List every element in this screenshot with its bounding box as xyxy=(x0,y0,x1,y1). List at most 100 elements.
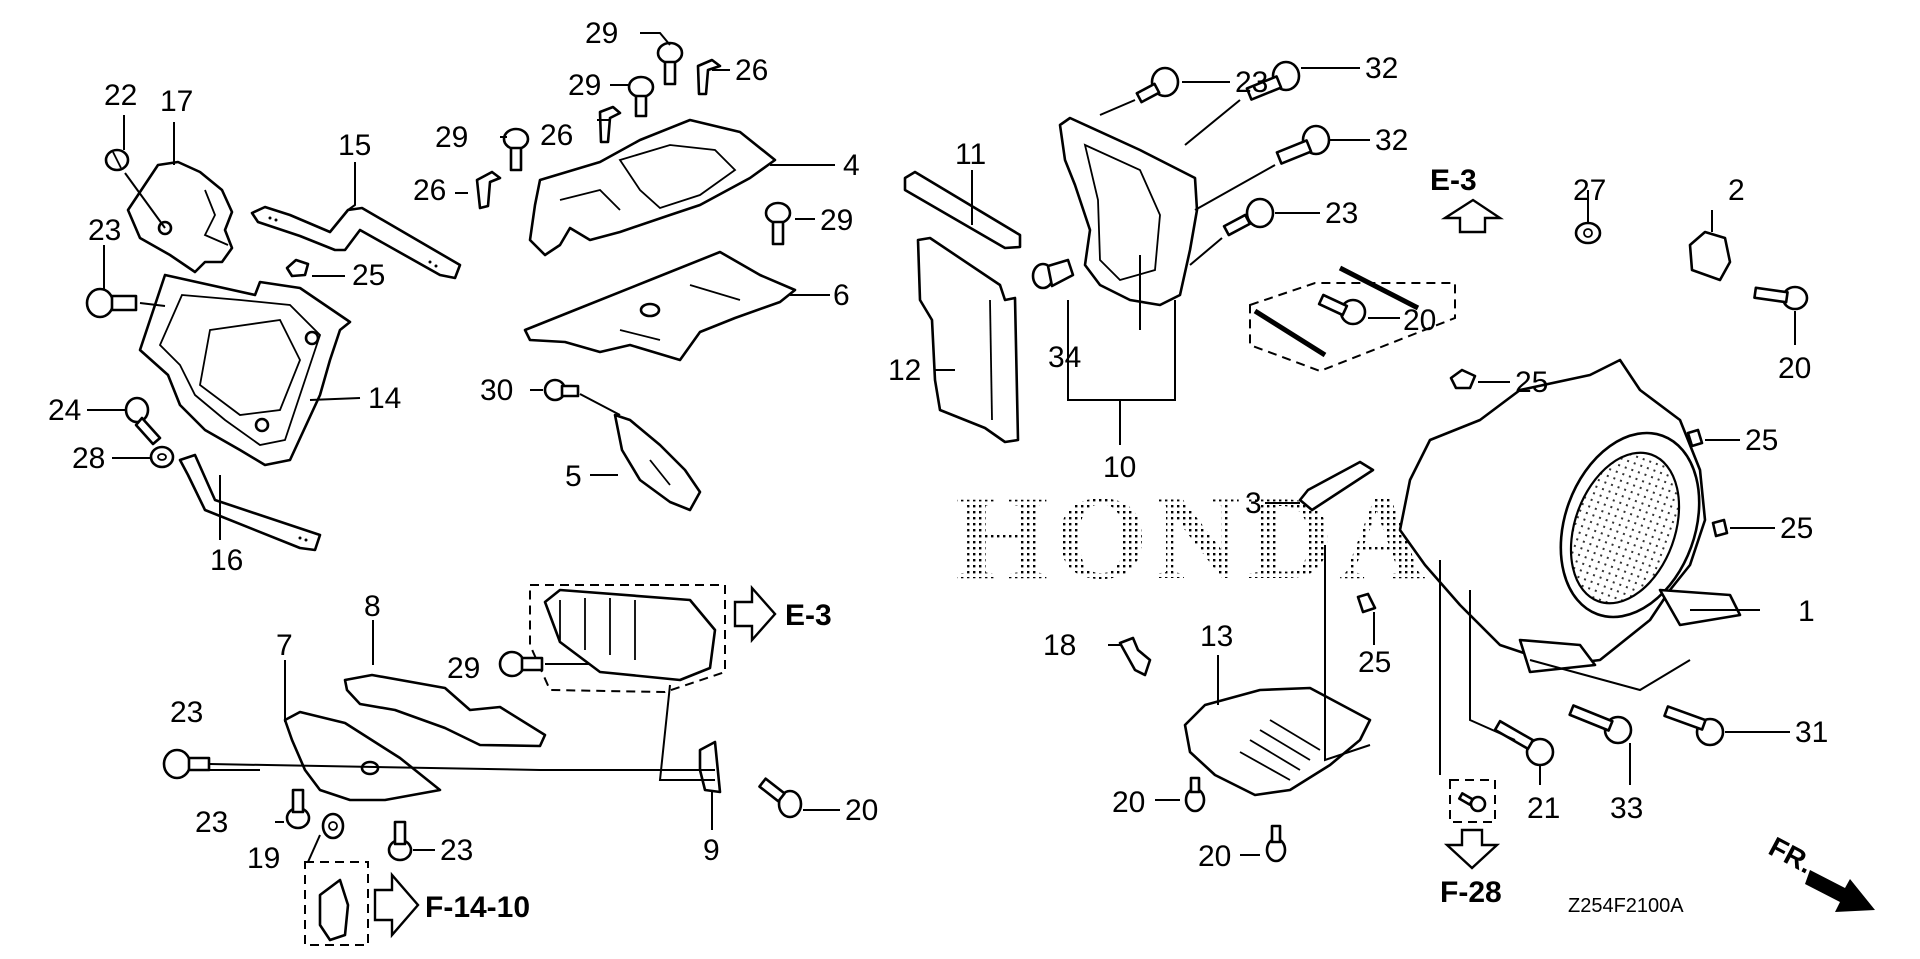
part-10-cover[interactable] xyxy=(1058,116,1199,307)
part-20-bolt-center[interactable] xyxy=(1317,293,1367,326)
callout-20-center: 20 xyxy=(1403,304,1436,337)
honda-watermark: HONDA xyxy=(955,471,1432,604)
callout-16: 16 xyxy=(210,544,243,577)
callout-3: 3 xyxy=(1245,487,1262,520)
part-31-bolt[interactable] xyxy=(1663,705,1725,747)
arrow-right-icon xyxy=(373,871,420,939)
callout-32-b: 32 xyxy=(1375,124,1408,157)
part-20-bolt-right-top[interactable] xyxy=(1753,285,1809,311)
part-29-bolt-a[interactable] xyxy=(502,127,530,172)
callout-2: 2 xyxy=(1728,174,1745,207)
arrow-right-icon xyxy=(733,584,777,644)
part-14-shroud[interactable] xyxy=(138,273,352,467)
e3-studs-group[interactable] xyxy=(1249,265,1456,373)
part-23-bolt-mid[interactable] xyxy=(1189,197,1275,266)
part-29-bolt-c[interactable] xyxy=(656,41,684,86)
callout-26-b: 26 xyxy=(540,119,573,152)
part-18-clip[interactable] xyxy=(1118,636,1152,677)
callout-23-top: 23 xyxy=(1235,66,1268,99)
part-25-clip-r1[interactable] xyxy=(1449,368,1477,390)
e3-heatshield-group[interactable] xyxy=(529,584,726,694)
part-26-clip-b[interactable] xyxy=(598,105,622,144)
part-11-strip[interactable] xyxy=(903,170,1022,250)
part-16-strip[interactable] xyxy=(178,453,322,552)
part-23-bolt-lower-c[interactable] xyxy=(387,820,413,862)
part-25-clip-r2[interactable] xyxy=(1686,428,1704,448)
callout-8: 8 xyxy=(364,590,381,623)
f28-bolt-group[interactable] xyxy=(1449,779,1496,823)
callout-25-r3: 25 xyxy=(1780,512,1813,545)
ref-f28[interactable]: F-28 xyxy=(1440,828,1502,909)
ref-e3-top[interactable]: E-3 xyxy=(1430,164,1504,234)
part-29-bolt-lower[interactable] xyxy=(498,650,590,678)
part-3-bracket[interactable] xyxy=(1298,460,1375,512)
part-19-nut[interactable] xyxy=(321,812,345,840)
part-34-collar[interactable] xyxy=(1031,258,1075,290)
part-20-bolt-low-b[interactable] xyxy=(1265,824,1287,863)
callout-6: 6 xyxy=(833,279,850,312)
callout-18: 18 xyxy=(1043,629,1076,662)
part-5-bracket[interactable] xyxy=(613,413,702,512)
callout-13: 13 xyxy=(1200,620,1233,653)
drawing-code: Z254F2100A xyxy=(1568,895,1684,917)
part-20-bolt-low-a[interactable] xyxy=(1184,776,1206,813)
ref-e3-top-label: E-3 xyxy=(1430,164,1477,197)
callout-19: 19 xyxy=(247,842,280,875)
part-25-clip-r4[interactable] xyxy=(1356,592,1377,614)
part-21-bolt[interactable] xyxy=(1493,719,1555,767)
part-13-cover[interactable] xyxy=(1183,686,1372,797)
part-28-washer[interactable] xyxy=(149,445,175,469)
callout-23-lower-a: 23 xyxy=(170,696,203,729)
part-24-bolt[interactable] xyxy=(124,396,162,446)
leader-lines xyxy=(87,32,1796,863)
callout-29-b: 29 xyxy=(568,69,601,102)
part-4-cover[interactable] xyxy=(528,118,777,257)
part-25-clip-left[interactable] xyxy=(285,258,310,278)
part-23-bolt-top[interactable] xyxy=(1099,66,1180,116)
part-6-plate[interactable] xyxy=(523,250,797,362)
ref-f1410[interactable]: F-14-10 xyxy=(373,871,530,939)
part-23-bolt-left[interactable] xyxy=(85,287,166,319)
part-26-clip-a[interactable] xyxy=(475,170,502,210)
part-7-plate[interactable] xyxy=(283,710,442,802)
part-17-cover[interactable] xyxy=(126,160,234,274)
part-33-bolt[interactable] xyxy=(1568,704,1633,745)
f1410-clip-group[interactable] xyxy=(304,861,369,946)
ref-f28-label: F-28 xyxy=(1440,876,1502,909)
callout-31: 31 xyxy=(1795,716,1828,749)
part-8-plate[interactable] xyxy=(343,673,547,748)
callout-20-low-b: 20 xyxy=(1198,840,1231,873)
part-25-clip-r3[interactable] xyxy=(1711,518,1729,538)
part-9-bracket[interactable] xyxy=(698,740,722,794)
callout-29-top: 29 xyxy=(585,17,618,50)
part-32-bolt-a[interactable] xyxy=(1184,60,1301,146)
part-12-plate[interactable] xyxy=(916,236,1020,444)
part-23-bolt-lower-b[interactable] xyxy=(285,788,311,830)
part-32-bolt-b[interactable] xyxy=(1194,124,1331,211)
part-30-bolt[interactable] xyxy=(543,378,621,416)
part-29-bolt-b[interactable] xyxy=(627,75,655,118)
part-29-bolt-d[interactable] xyxy=(764,201,792,246)
arrow-down-icon xyxy=(1443,828,1501,870)
part-20-bolt-lower-mid[interactable] xyxy=(758,777,803,819)
ref-e3-mid[interactable]: E-3 xyxy=(733,584,832,644)
callout-11: 11 xyxy=(955,138,986,171)
part-26-clip-c[interactable] xyxy=(696,58,722,96)
callout-26-c: 26 xyxy=(735,54,768,87)
part-2-bracket[interactable] xyxy=(1688,230,1732,282)
part-22-screw[interactable] xyxy=(104,148,166,229)
callout-25-r4: 25 xyxy=(1358,646,1391,679)
callout-21: 21 xyxy=(1527,792,1560,825)
callout-12: 12 xyxy=(888,354,921,387)
callout-25-r1: 25 xyxy=(1515,366,1548,399)
part-1-housing[interactable] xyxy=(1398,358,1742,674)
callout-27: 27 xyxy=(1573,174,1606,207)
part-15-strip[interactable] xyxy=(250,205,462,280)
callout-10: 10 xyxy=(1103,451,1136,484)
callout-32-a: 32 xyxy=(1365,52,1398,85)
callout-25-r2: 25 xyxy=(1745,424,1778,457)
callout-23-left: 23 xyxy=(88,214,121,247)
callout-15: 15 xyxy=(338,129,371,162)
part-27-nut[interactable] xyxy=(1574,221,1602,245)
part-23-bolt-lower-a[interactable] xyxy=(162,748,211,780)
